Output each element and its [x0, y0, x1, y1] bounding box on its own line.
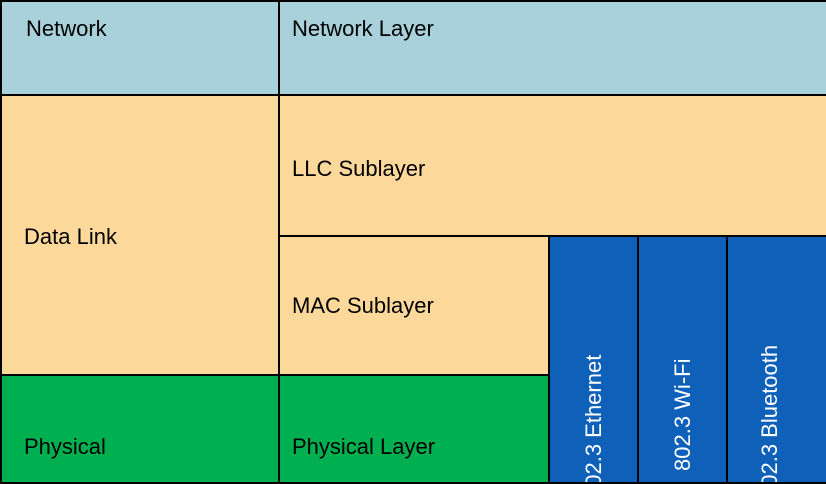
physical-cell: Physical — [0, 374, 280, 484]
ethernet-standard-cell: 802.3 Ethernet — [548, 235, 639, 484]
physical-layer-label: Physical Layer — [292, 434, 436, 459]
network-layer-cell: Network Layer — [278, 0, 826, 96]
network-cell: Network — [0, 0, 280, 96]
mac-sublayer-cell: MAC Sublayer — [278, 235, 550, 376]
ethernet-standard-label: 802.3 Ethernet — [580, 354, 606, 484]
physical-layer-cell: Physical Layer — [278, 374, 550, 484]
network-layer-label: Network Layer — [292, 16, 434, 41]
wifi-standard-cell: 802.3 Wi-Fi — [637, 235, 728, 484]
bluetooth-standard-cell: 802.3 Bluetooth — [726, 235, 826, 484]
wifi-standard-label: 802.3 Wi-Fi — [669, 358, 695, 471]
physical-label: Physical — [24, 434, 106, 459]
llc-sublayer-label: LLC Sublayer — [292, 156, 426, 181]
llc-sublayer-cell: LLC Sublayer — [278, 94, 826, 237]
network-label: Network — [26, 16, 107, 41]
data-link-cell: Data Link — [0, 94, 280, 376]
mac-sublayer-label: MAC Sublayer — [292, 293, 434, 318]
data-link-label: Data Link — [24, 224, 117, 249]
bluetooth-standard-label: 802.3 Bluetooth — [757, 344, 782, 484]
